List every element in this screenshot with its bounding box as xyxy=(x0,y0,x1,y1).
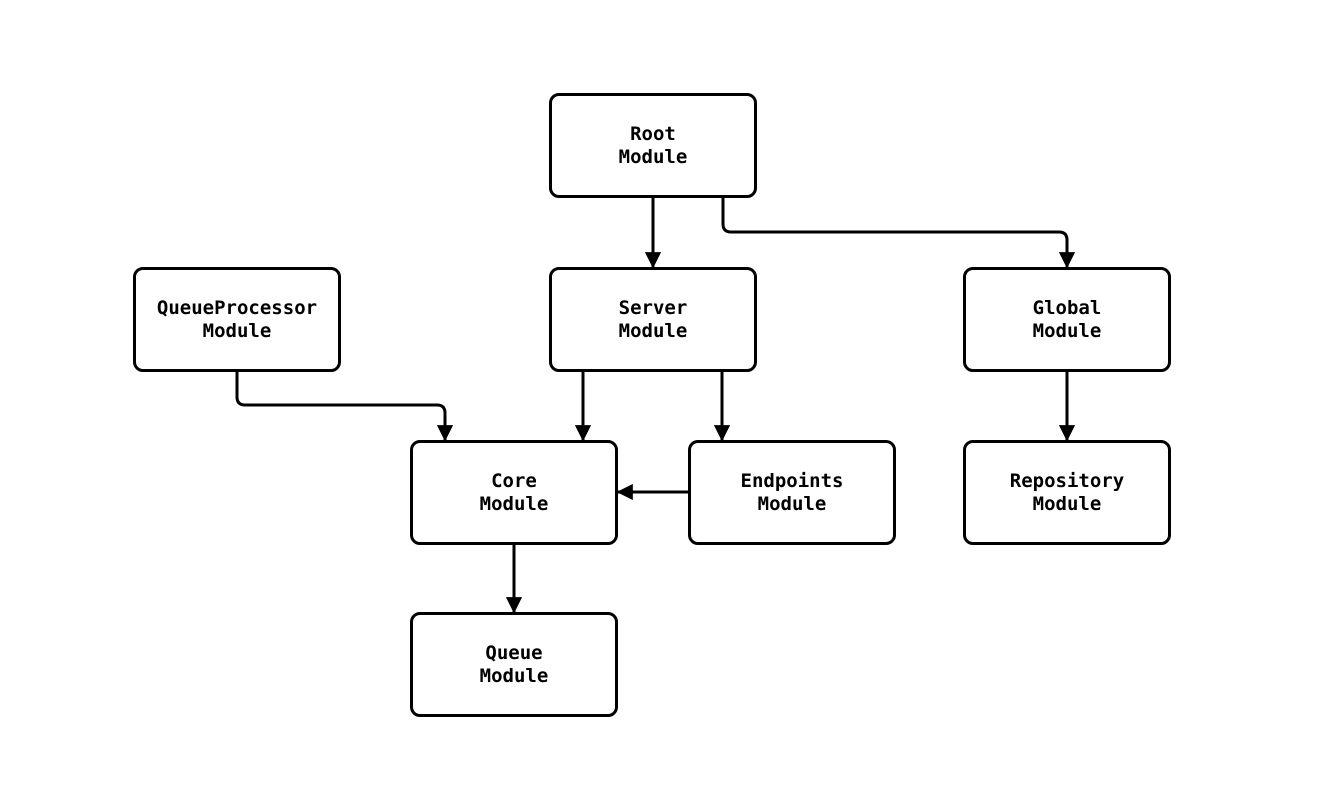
edge-root-to-global xyxy=(721,198,1076,269)
node-label-core: Core Module xyxy=(479,469,549,515)
node-global: Global Module xyxy=(963,267,1171,372)
node-label-global: Global Module xyxy=(1032,296,1102,342)
node-label-queue: Queue Module xyxy=(479,641,549,687)
node-root: Root Module xyxy=(549,93,757,198)
node-label-repository: Repository Module xyxy=(1009,469,1125,515)
node-endpoints: Endpoints Module xyxy=(688,440,896,545)
node-label-queueprocessor: QueueProcessor Module xyxy=(156,296,318,342)
node-queue: Queue Module xyxy=(410,612,618,717)
node-queueprocessor: QueueProcessor Module xyxy=(133,267,341,372)
node-server: Server Module xyxy=(549,267,757,372)
node-label-root: Root Module xyxy=(618,122,688,168)
node-label-server: Server Module xyxy=(618,296,688,342)
edge-queueprocessor-to-core xyxy=(235,372,454,442)
node-label-endpoints: Endpoints Module xyxy=(740,469,844,515)
node-repository: Repository Module xyxy=(963,440,1171,545)
node-core: Core Module xyxy=(410,440,618,545)
